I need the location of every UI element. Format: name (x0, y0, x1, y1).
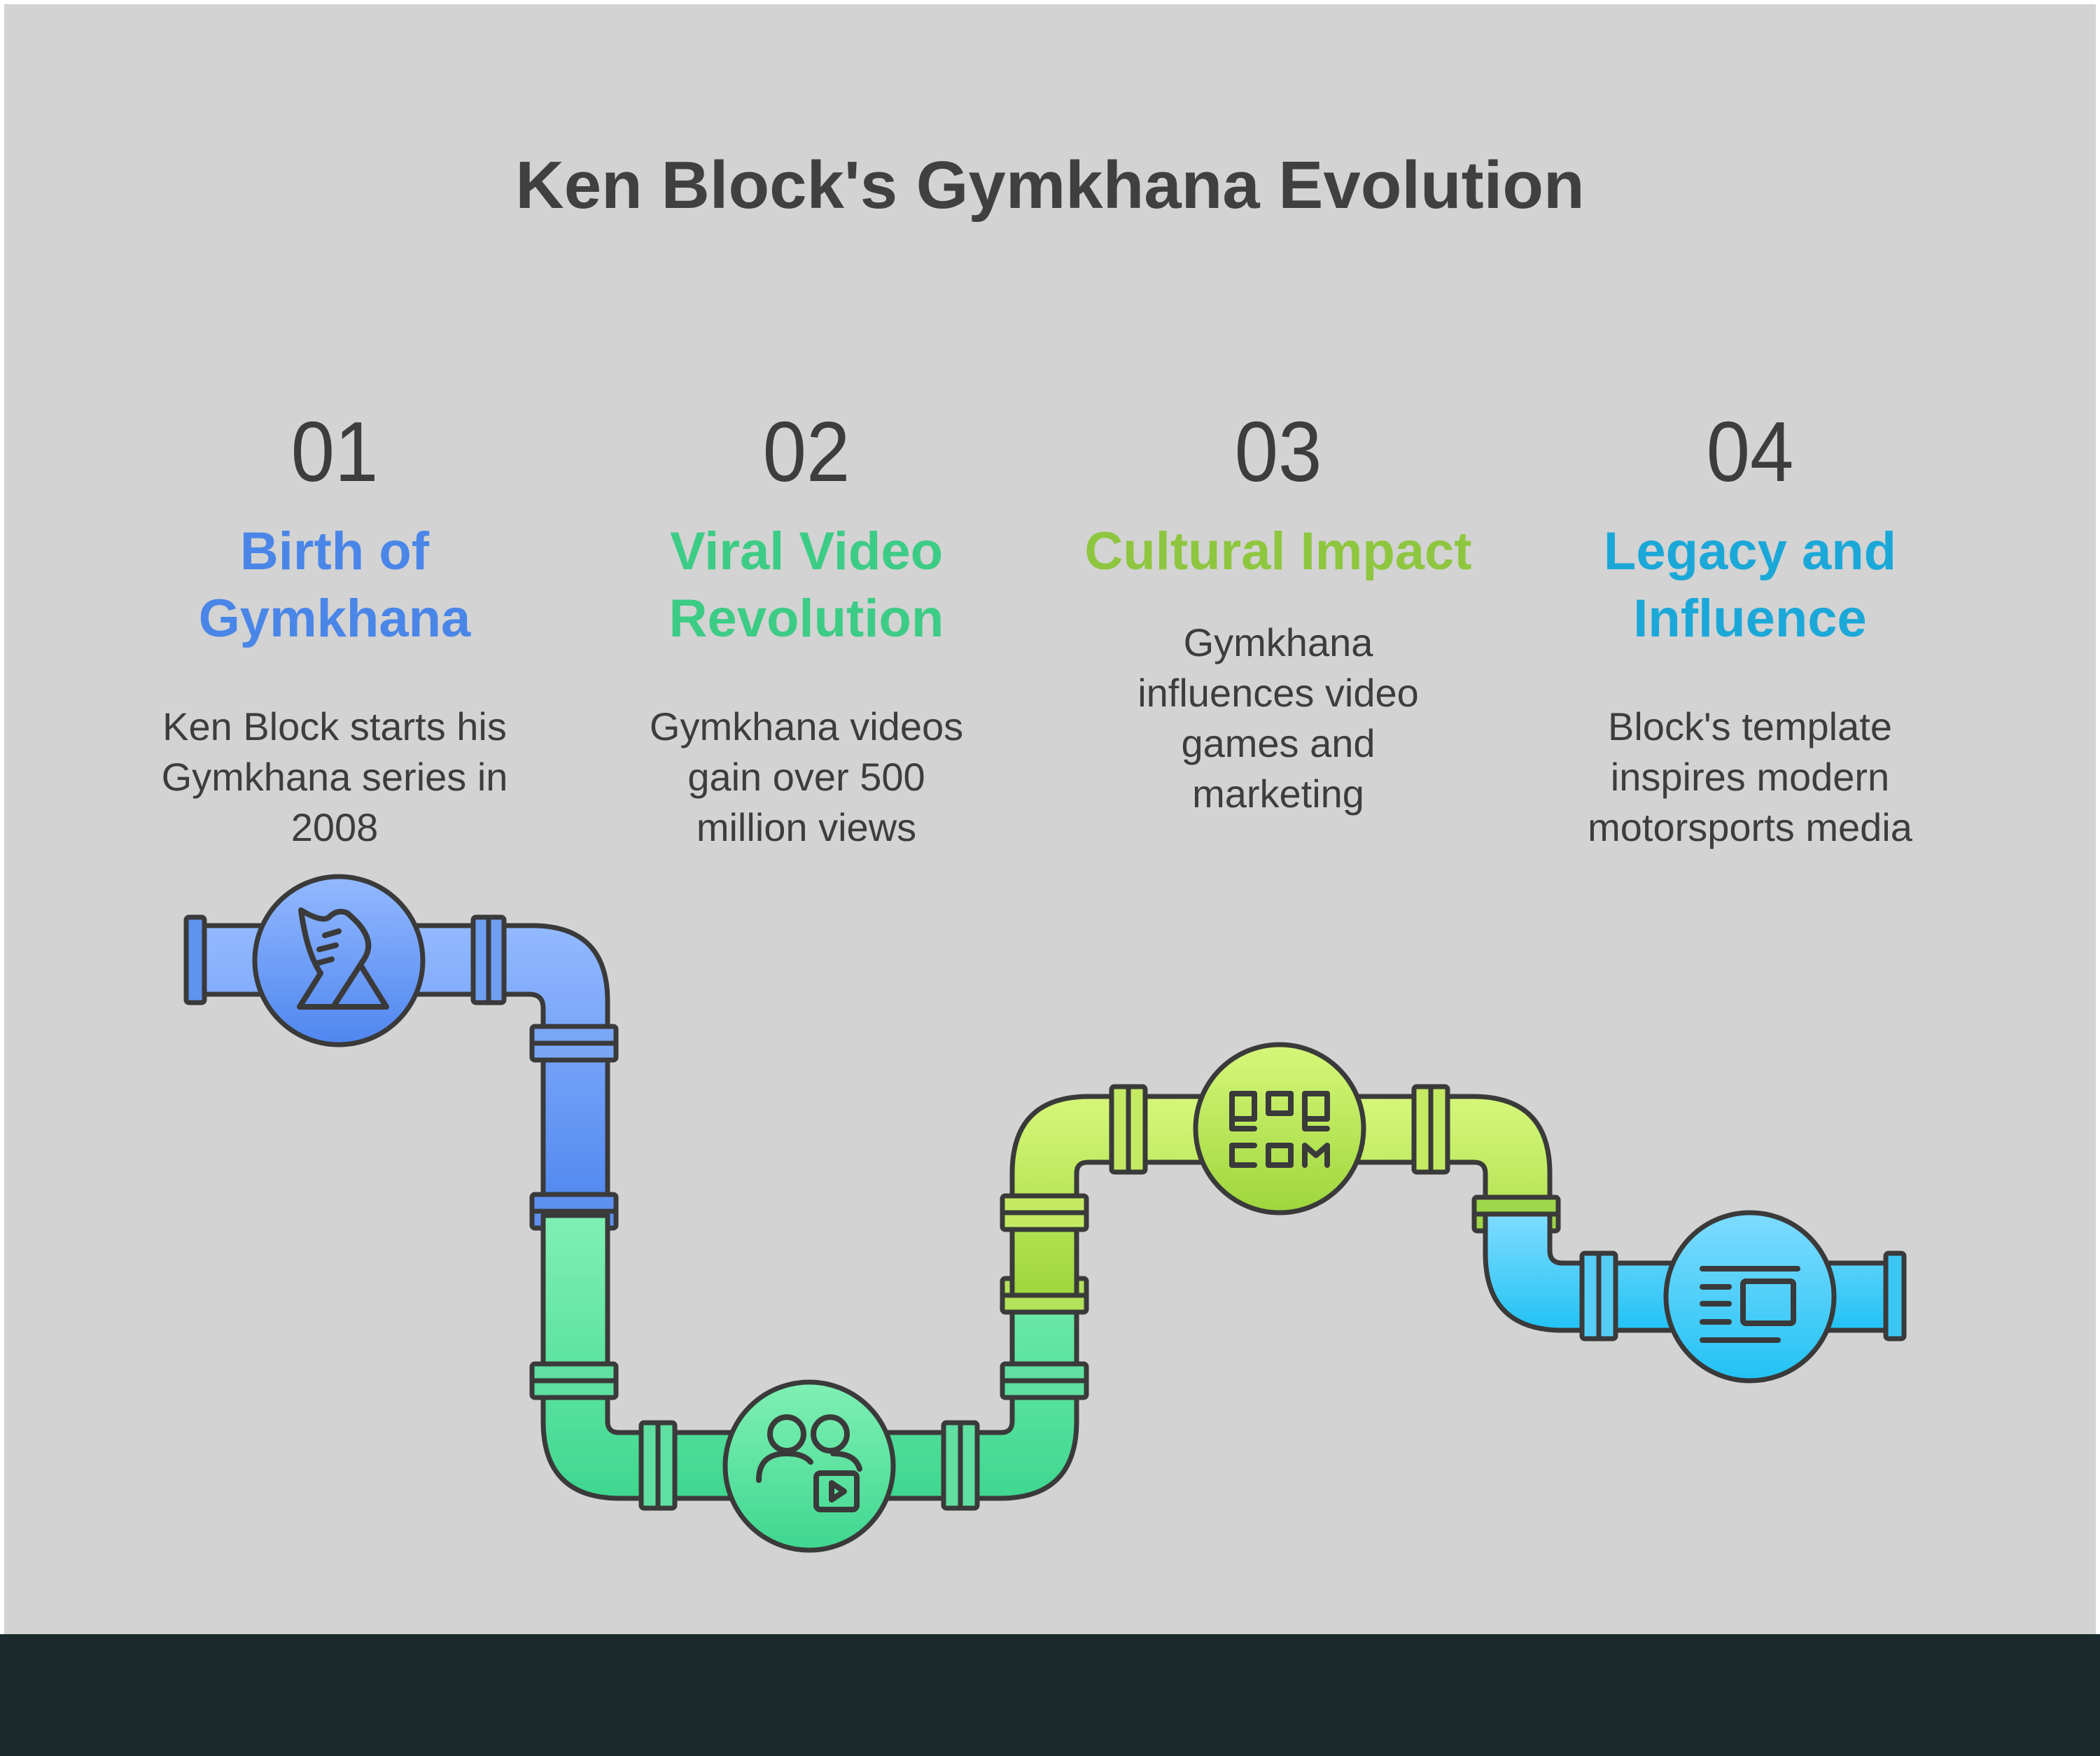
sneaker-icon (297, 907, 389, 1010)
node-3 (1193, 1042, 1366, 1215)
pipe-flange (183, 914, 207, 1005)
media-article-icon (1700, 1266, 1800, 1343)
step-number: 01 (290, 404, 379, 499)
step-number: 03 (1234, 404, 1322, 499)
node-2 (722, 1379, 896, 1553)
qr-code-icon (1229, 1091, 1330, 1168)
step-title: Birth of Gymkhana (198, 522, 471, 648)
step-number: 02 (762, 404, 850, 499)
step-3: 03 Cultural Impact Gymkhana influences v… (1061, 399, 1495, 819)
node-4 (1663, 1210, 1837, 1384)
step-title: Cultural Impact (1084, 522, 1472, 581)
step-4: 04 Legacy and Influence Block's template… (1533, 399, 1967, 853)
step-description: Block's template inspires modern motorsp… (1588, 704, 1912, 849)
step-description: Gymkhana videos gain over 500 million vi… (649, 704, 964, 849)
page-title: Ken Block's Gymkhana Evolution (515, 148, 1585, 223)
pipe-flange (1883, 1250, 1907, 1342)
users-video-icon (756, 1414, 862, 1512)
step-description: Ken Block starts his Gymkhana series in … (161, 704, 508, 849)
node-1 (252, 874, 426, 1047)
step-1: 01 Birth of Gymkhana Ken Block starts hi… (118, 399, 552, 853)
step-title: Viral Video Revolution (668, 522, 944, 648)
step-2: 02 Viral Video Revolution Gymkhana video… (589, 399, 1023, 853)
step-title: Legacy and Influence (1603, 522, 1897, 648)
step-number: 04 (1706, 404, 1794, 499)
footer-bar (0, 1634, 2100, 1756)
step-description: Gymkhana influences video games and mark… (1138, 620, 1419, 816)
